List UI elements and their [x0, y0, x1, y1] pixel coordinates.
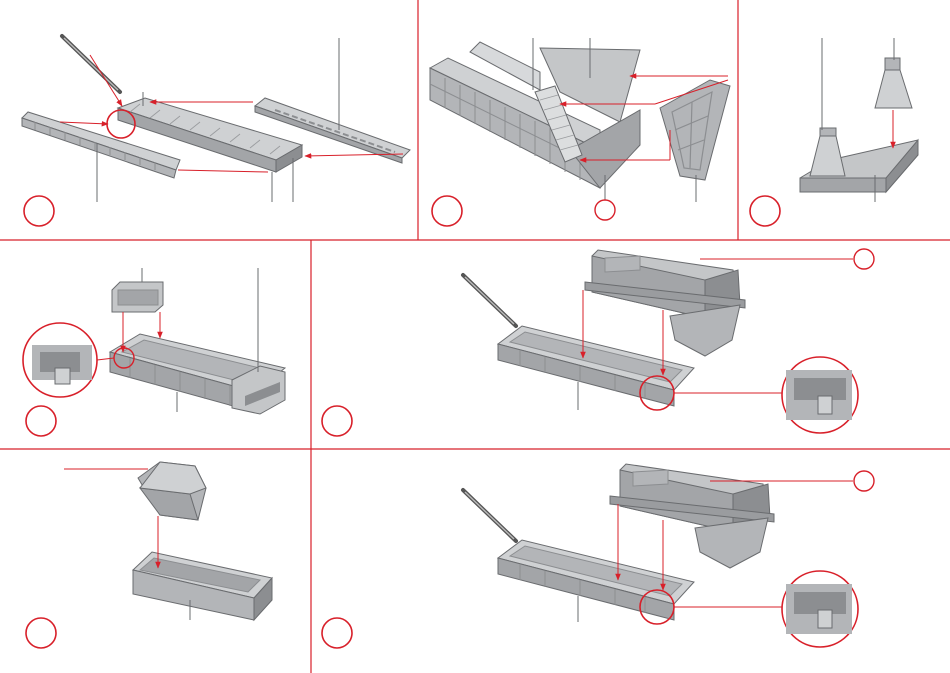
glue-applicator-icon: [62, 36, 120, 92]
load-insert-part: [610, 464, 774, 568]
part-number-callout-icon: [854, 471, 874, 491]
step-number-circle-icon: [322, 406, 352, 436]
step-number-circle-icon: [26, 618, 56, 648]
load-insert-part: [585, 250, 745, 356]
bearing-base-part: [800, 128, 918, 192]
wagon-body-part: [430, 42, 640, 188]
panel-1: [22, 36, 410, 226]
panel-6: [26, 462, 272, 648]
detail-magnifier-icon: [674, 357, 858, 433]
step-number-circle-icon: [322, 618, 352, 648]
hopper-tray-part: [110, 334, 285, 414]
bearing-block-part: [875, 58, 912, 108]
detail-magnifier-icon: [674, 571, 858, 647]
panel-4: [23, 268, 285, 436]
panel-7: [322, 464, 874, 648]
step-number-circle-icon: [750, 196, 780, 226]
step-number-circle-icon: [26, 406, 56, 436]
panel-3: [750, 38, 918, 226]
panel-5: [322, 249, 874, 436]
part-number-callout-icon: [595, 200, 615, 220]
hopper-tray-part: [498, 540, 694, 620]
hopper-box-part: [133, 552, 272, 620]
step-number-circle-icon: [24, 196, 54, 226]
glue-applicator-icon: [463, 490, 516, 541]
chute-part: [138, 462, 206, 520]
hopper-tray-part: [498, 326, 694, 406]
bracket-part: [112, 282, 163, 312]
glue-applicator-icon: [463, 275, 516, 326]
panel-2: [430, 38, 730, 226]
step-number-circle-icon: [432, 196, 462, 226]
part-number-callout-icon: [854, 249, 874, 269]
